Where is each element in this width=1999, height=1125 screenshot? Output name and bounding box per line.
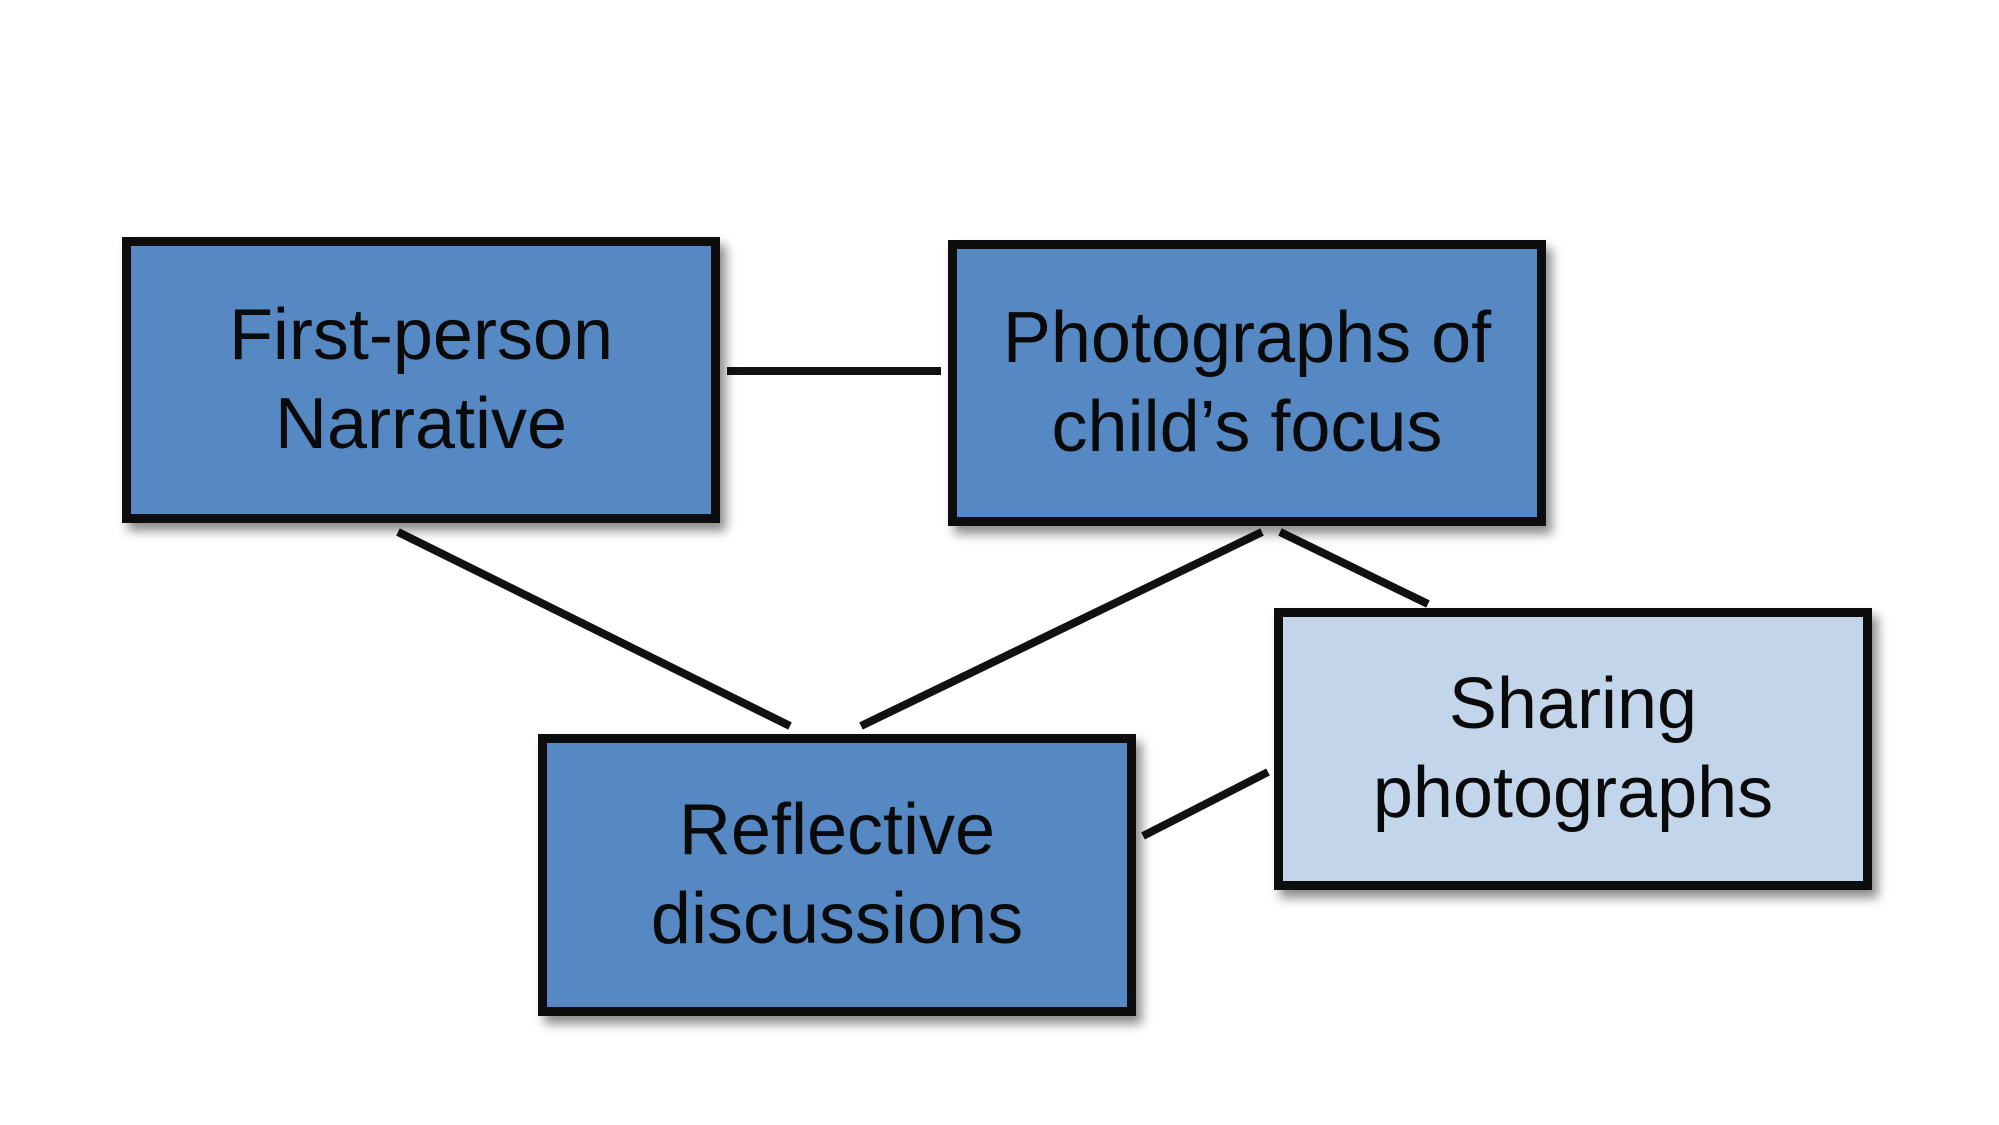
edge-reflective-sharing xyxy=(1141,768,1270,840)
node-label: Reflective discussions xyxy=(651,786,1023,965)
node-label-line: Photographs of xyxy=(1002,297,1492,378)
node-label-line: First-person xyxy=(228,294,614,375)
node-label: Sharing photographs xyxy=(1373,660,1773,839)
node-label-line: Sharing xyxy=(1448,663,1698,744)
node-sharing-photographs: Sharing photographs xyxy=(1274,608,1872,890)
node-label-line: Narrative xyxy=(274,384,568,464)
edge-photographs-sharing xyxy=(1278,528,1430,608)
node-label: Photographs of child’s focus xyxy=(1003,294,1491,473)
node-label-line: discussions xyxy=(650,879,1024,959)
node-label-line: photographs xyxy=(1372,753,1774,833)
node-label-line: Reflective xyxy=(678,789,996,870)
node-label-line: child’s focus xyxy=(1051,387,1443,467)
node-label: First-person Narrative xyxy=(229,291,613,470)
node-reflective-discussions: Reflective discussions xyxy=(538,734,1136,1016)
edge-narrative-reflective xyxy=(396,528,792,730)
edge-photographs-reflective xyxy=(859,528,1264,730)
node-photographs-of-childs-focus: Photographs of child’s focus xyxy=(948,240,1546,526)
node-first-person-narrative: First-person Narrative xyxy=(122,237,720,523)
